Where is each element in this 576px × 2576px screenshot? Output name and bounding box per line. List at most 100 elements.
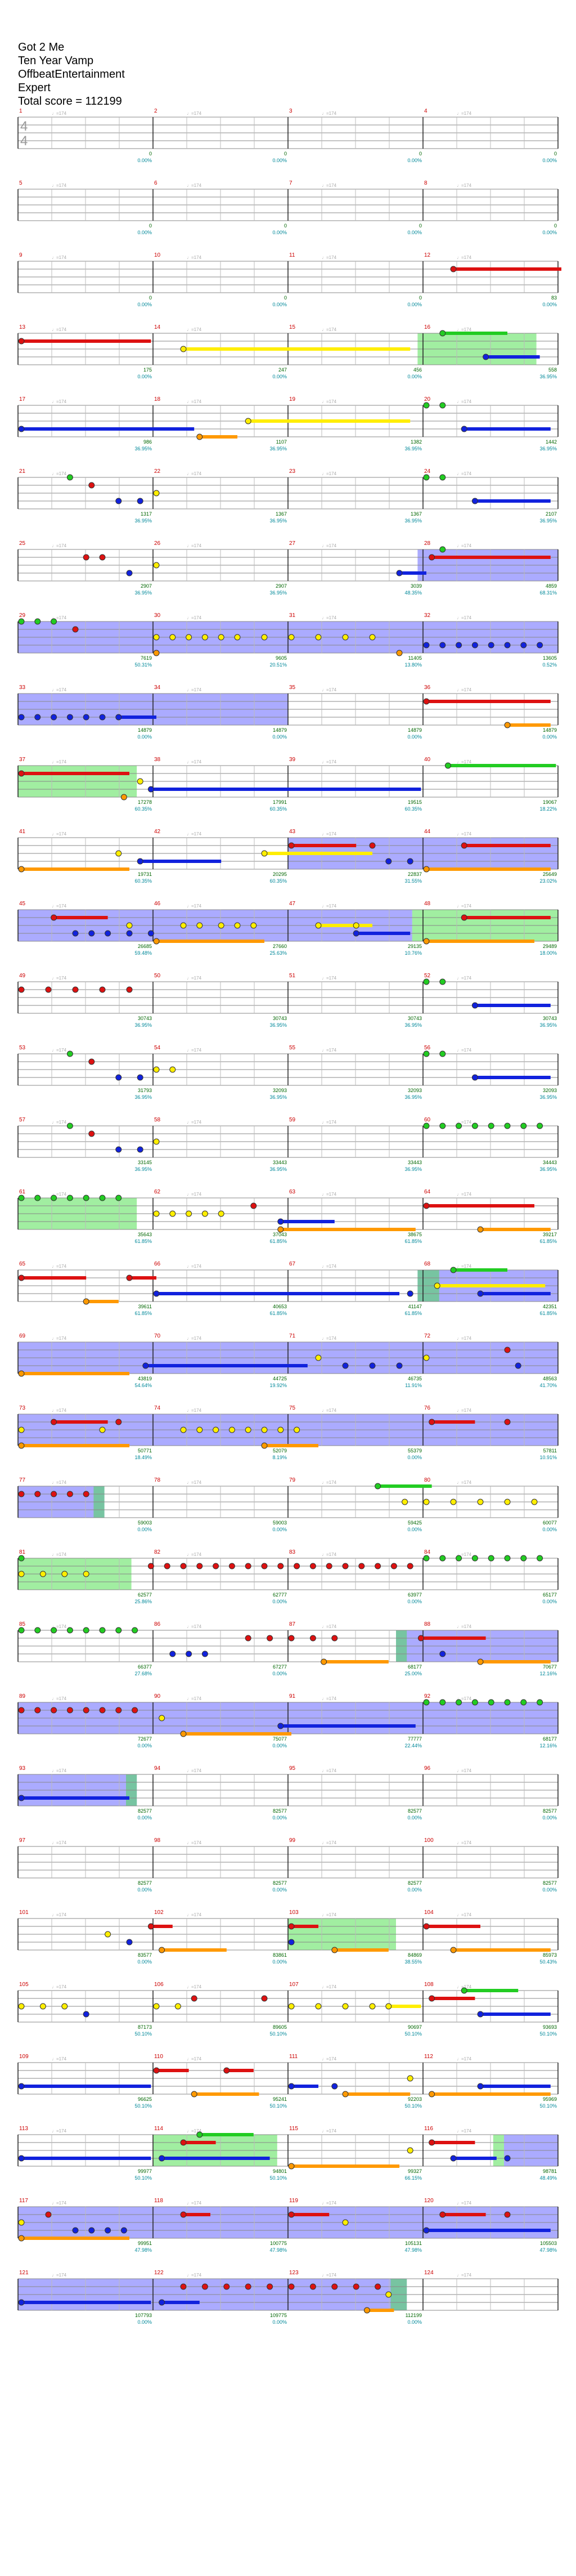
tempo-marker: ♩=174 xyxy=(52,1048,67,1053)
measure-number: 48 xyxy=(424,901,431,907)
orange-note xyxy=(120,794,127,800)
blue-note xyxy=(159,2155,165,2162)
measure-score: 19515 xyxy=(408,799,422,805)
measure-percent: 12.16% xyxy=(539,1671,557,1676)
blue-note xyxy=(439,1651,446,1657)
measure-score: 247 xyxy=(278,367,287,373)
measure-score: 17991 xyxy=(273,799,287,805)
measure-score: 9605 xyxy=(276,655,287,661)
measure-percent: 31.55% xyxy=(404,878,422,884)
red-note xyxy=(180,2211,187,2218)
measure-score: 44725 xyxy=(273,1376,287,1381)
blue-note xyxy=(277,1218,284,1225)
measure-score: 29135 xyxy=(408,943,422,949)
yellow-note xyxy=(477,1499,484,1505)
blue-note xyxy=(137,498,143,504)
yellow-note xyxy=(159,1715,165,1721)
tempo-marker: ♩=174 xyxy=(52,2056,67,2061)
measure-percent: 20.51% xyxy=(269,662,287,668)
tempo-marker: ♩=174 xyxy=(457,1984,472,1989)
blue-sustain xyxy=(280,1724,416,1728)
orange-note xyxy=(180,1730,187,1737)
measure-percent: 36.95% xyxy=(269,1022,287,1028)
measure-number: 98 xyxy=(154,1837,161,1844)
measure-percent: 36.95% xyxy=(404,1022,422,1028)
yellow-note xyxy=(39,2003,46,2010)
measure-percent: 61.85% xyxy=(539,1311,557,1316)
yellow-note xyxy=(18,2003,25,2010)
green-note xyxy=(66,1122,73,1129)
measure-number: 17 xyxy=(19,396,26,402)
tempo-marker: ♩=174 xyxy=(187,183,202,188)
yellow-note xyxy=(250,922,257,929)
tempo-marker: ♩=174 xyxy=(457,255,472,260)
green-note xyxy=(83,1627,89,1634)
green-note xyxy=(471,1555,478,1562)
tempo-marker: ♩=174 xyxy=(322,2201,337,2206)
measure-percent: 61.85% xyxy=(404,1238,422,1244)
red-note xyxy=(180,2139,187,2146)
orange-note xyxy=(18,866,25,873)
green-note xyxy=(51,618,57,625)
tempo-marker: ♩=174 xyxy=(52,1120,67,1125)
measure-score: 77777 xyxy=(408,1736,422,1742)
tempo-marker: ♩=174 xyxy=(457,2128,472,2134)
tempo-marker: ♩=174 xyxy=(52,976,67,981)
yellow-note xyxy=(213,1426,219,1433)
measure-percent: 50.10% xyxy=(539,2103,557,2109)
orange-note xyxy=(477,1658,484,1665)
measure-score: 50771 xyxy=(138,1448,152,1454)
measure-percent: 0.00% xyxy=(407,1599,422,1604)
red-note xyxy=(18,1707,25,1714)
tempo-marker: ♩=174 xyxy=(187,2128,202,2134)
blue-note xyxy=(488,642,494,649)
blue-note xyxy=(83,2011,89,2018)
blue-sustain xyxy=(485,355,540,359)
measure-percent: 0.00% xyxy=(272,1815,287,1821)
red-note xyxy=(18,1274,25,1281)
tempo-marker: ♩=174 xyxy=(322,831,337,837)
red-note xyxy=(99,986,106,993)
measure-percent: 0.00% xyxy=(137,302,152,307)
tempo-marker: ♩=174 xyxy=(322,687,337,692)
green-note xyxy=(504,1555,511,1562)
measure-number: 40 xyxy=(424,757,431,763)
measure-score: 62777 xyxy=(273,1592,287,1598)
measure-percent: 18.00% xyxy=(539,950,557,956)
measure-percent: 0.00% xyxy=(407,158,422,163)
blue-note xyxy=(186,1651,192,1657)
measure-number: 122 xyxy=(154,2270,164,2276)
tempo-marker: ♩=174 xyxy=(322,1552,337,1557)
yellow-note xyxy=(288,634,295,641)
red-note xyxy=(88,1130,95,1137)
red-sustain xyxy=(183,2213,210,2216)
measure-number: 57 xyxy=(19,1117,26,1123)
red-note xyxy=(245,1563,251,1569)
red-sustain xyxy=(183,2141,216,2144)
blue-note xyxy=(471,1002,478,1009)
measure-percent: 50.10% xyxy=(269,2103,287,2109)
green-note xyxy=(504,1122,511,1129)
yellow-note xyxy=(342,634,349,641)
measure-score: 82577 xyxy=(273,1880,287,1886)
measure-number: 56 xyxy=(424,1045,431,1051)
green-note xyxy=(423,474,430,481)
measure-score: 112199 xyxy=(406,2313,422,2318)
tempo-marker: ♩=174 xyxy=(322,1120,337,1125)
measure-number: 1 xyxy=(19,108,22,114)
red-sustain xyxy=(431,2141,475,2144)
measure-number: 15 xyxy=(289,324,296,330)
yellow-sustain xyxy=(248,419,411,423)
yellow-note xyxy=(169,1066,176,1073)
blue-note xyxy=(385,858,392,865)
blue-note xyxy=(83,714,89,721)
yellow-note xyxy=(407,2075,413,2082)
tempo-marker: ♩=174 xyxy=(187,2273,202,2278)
orange-sustain xyxy=(426,940,534,943)
measure-number: 72 xyxy=(424,1333,431,1339)
red-sustain xyxy=(421,1636,486,1640)
measure-percent: 54.64% xyxy=(134,1383,152,1388)
yellow-note xyxy=(369,634,376,641)
measure-score: 99327 xyxy=(408,2168,422,2174)
